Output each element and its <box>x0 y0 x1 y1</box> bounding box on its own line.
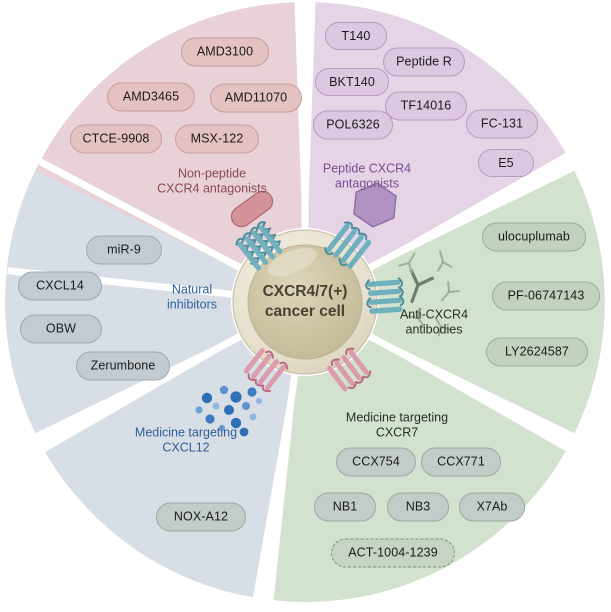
drug-pill-act-1004-1239[interactable]: ACT-1004-1239 <box>331 538 455 568</box>
drug-pill-peptide-r[interactable]: Peptide R <box>383 47 465 77</box>
drug-pill-obw[interactable]: OBW <box>20 314 102 344</box>
antibody-icon <box>409 268 435 304</box>
drug-pill-ccx771[interactable]: CCX771 <box>421 447 501 477</box>
drug-pill-fc-131[interactable]: FC-131 <box>466 109 538 139</box>
drug-pill-amd11070[interactable]: AMD11070 <box>210 83 302 113</box>
drug-pill-pol6326[interactable]: POL6326 <box>313 110 393 140</box>
sector-label-non-peptide: Non-peptide CXCR4 antagonists <box>157 166 267 195</box>
cell-label: CXCR4/7(+) cancer cell <box>262 282 348 320</box>
drug-pill-nb3[interactable]: NB3 <box>387 492 449 522</box>
drug-pill-zerumbone[interactable]: Zerumbone <box>76 351 170 381</box>
cxcr7-receptor-icon <box>243 348 289 393</box>
drug-pill-nox-a12[interactable]: NOX-A12 <box>156 502 246 532</box>
cxcr4-receptor-icon <box>235 221 283 271</box>
drug-pill-nb1[interactable]: NB1 <box>314 492 376 522</box>
drug-pill-ccx754[interactable]: CCX754 <box>336 447 416 477</box>
drug-pill-e5[interactable]: E5 <box>478 149 534 177</box>
drug-pill-tf14016[interactable]: TF14016 <box>385 91 467 121</box>
drug-pill-pf-06747143[interactable]: PF-06747143 <box>492 281 600 311</box>
sector-natural-inhibitors[interactable] <box>5 170 306 434</box>
cxcr4-receptor-icon <box>324 221 372 269</box>
drug-pill-t140[interactable]: T140 <box>325 22 387 50</box>
drug-pill-amd3100[interactable]: AMD3100 <box>181 37 269 67</box>
drug-pill-x7ab[interactable]: X7Ab <box>459 492 525 522</box>
drug-pill-cxcl14[interactable]: CXCL14 <box>18 271 102 301</box>
cell-highlight <box>267 247 317 277</box>
drug-pill-ly2624587[interactable]: LY2624587 <box>486 337 588 367</box>
drug-pill-bkt140[interactable]: BKT140 <box>315 68 389 96</box>
drug-pill-mir-9[interactable]: miR-9 <box>86 235 162 265</box>
sector-label-peptide: Peptide CXCR4 antagonists <box>322 161 412 190</box>
cxcr7-receptor-icon <box>326 347 372 392</box>
sector-label-antibodies: Anti-CXCR4 antibodies <box>399 307 469 336</box>
cxcr4-receptor-icon <box>365 277 405 314</box>
sector-label-cxcr7: Medicine targeting CXCR7 <box>345 410 449 439</box>
drug-pill-msx-122[interactable]: MSX-122 <box>175 124 259 154</box>
sector-label-cxcl12: Medicine targeting CXCL12 <box>134 425 238 454</box>
drug-pill-ulocuplumab[interactable]: ulocuplumab <box>482 222 586 252</box>
drug-pill-ctce-9908[interactable]: CTCE-9908 <box>70 124 162 154</box>
drug-pill-amd3465[interactable]: AMD3465 <box>107 82 195 112</box>
sector-label-natural-inhibitors: Natural inhibitors <box>166 282 218 311</box>
